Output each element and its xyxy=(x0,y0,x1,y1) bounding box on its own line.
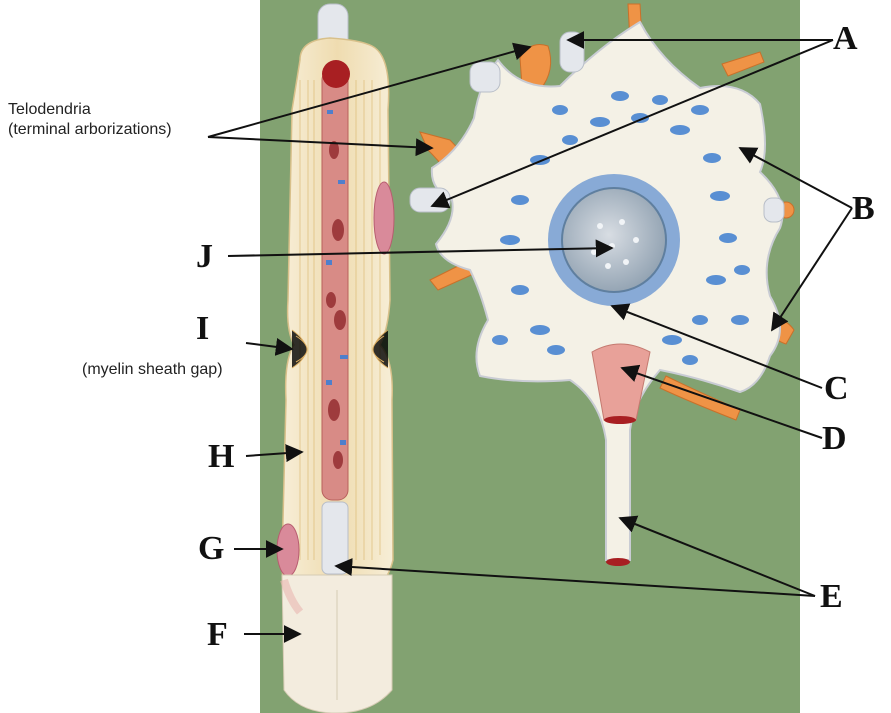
label-c: C xyxy=(824,370,849,407)
cell-body xyxy=(409,3,795,566)
label-g: G xyxy=(198,530,225,567)
telodendria-line-1: Telodendria xyxy=(8,101,91,118)
label-a: A xyxy=(833,20,858,57)
pointer-lines xyxy=(207,31,853,643)
label-i: I xyxy=(196,310,210,347)
label-d: D xyxy=(822,420,847,457)
telodendria-label: Telodendria (terminal arborizations) xyxy=(8,100,172,140)
myelin-gap-label: (myelin sheath gap) xyxy=(82,361,223,378)
telodendria-line-2: (terminal arborizations) xyxy=(8,121,172,138)
label-e: E xyxy=(820,578,843,615)
label-f: F xyxy=(207,616,228,653)
axon-segment xyxy=(276,3,395,713)
label-b: B xyxy=(852,190,875,227)
label-j: J xyxy=(196,238,213,275)
label-h: H xyxy=(208,438,235,475)
